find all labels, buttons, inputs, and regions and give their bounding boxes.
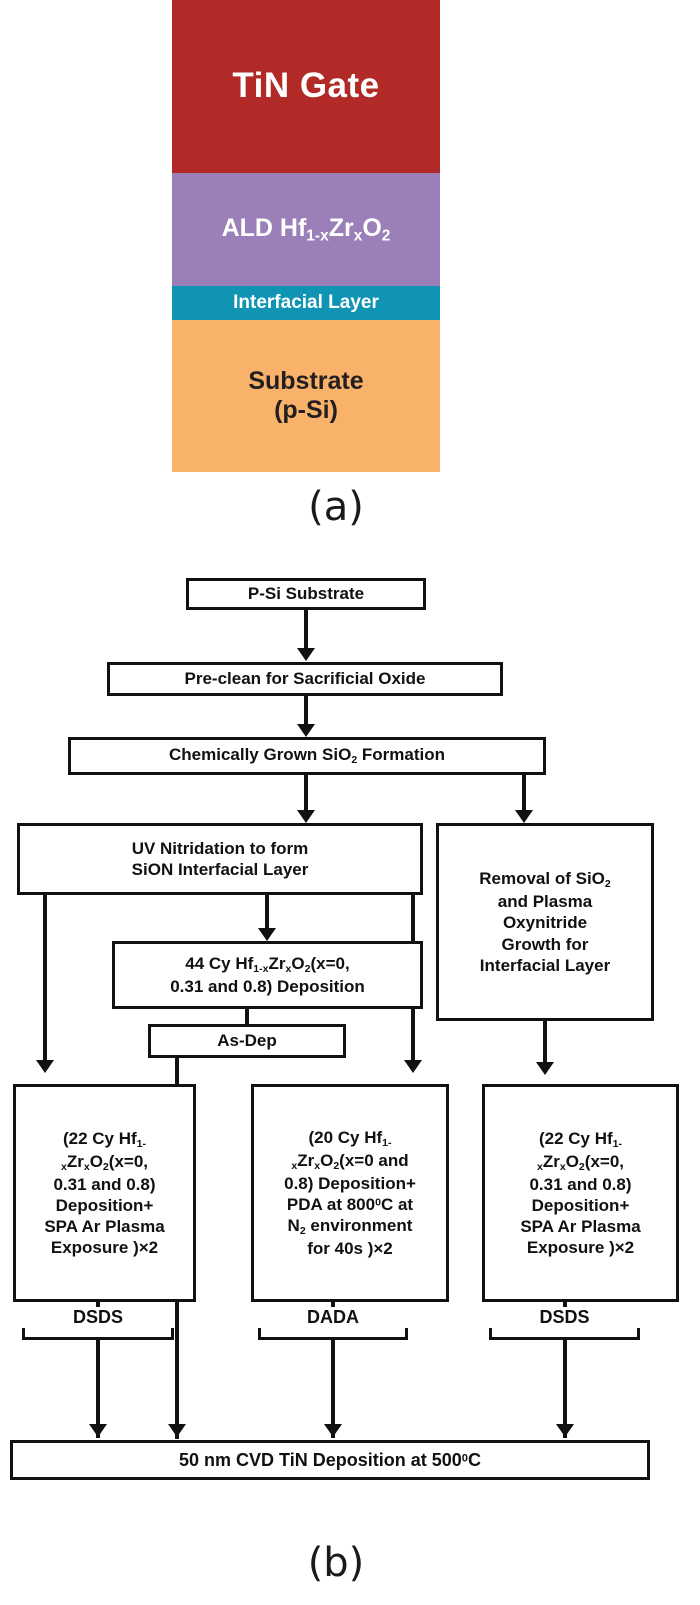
flow-node-44cy-deposition-label: 44 Cy Hf1-xZrxO2(x=0, 0.31 and 0.8) Depo… (170, 953, 365, 996)
arrowhead-as-dep-to-cvd (168, 1424, 186, 1437)
flow-node-20cy-pda-middle: (20 Cy Hf1- xZrxO2(x=0 and 0.8) Depositi… (251, 1084, 449, 1302)
bracket-label-dsds-right: DSDS (489, 1307, 640, 1328)
connector-right-box-to-bracket (563, 1300, 567, 1312)
flow-node-22cy-spa-right: (22 Cy Hf1- xZrxO2(x=0, 0.31 and 0.8) De… (482, 1084, 679, 1302)
layer-interfacial: Interfacial Layer (172, 286, 440, 320)
connector-uv-to-44cy (265, 893, 269, 931)
arrowhead-bracket-right-to-cvd (556, 1424, 574, 1437)
layer-tin-gate-label: TiN Gate (232, 66, 380, 106)
connector-middle-box-to-bracket (331, 1300, 335, 1312)
connector-uv-to-left-branch (43, 893, 47, 1063)
device-cross-section: TiN Gate ALD Hf1-xZrxO2 Interfacial Laye… (172, 0, 440, 472)
layer-interfacial-label: Interfacial Layer (233, 292, 379, 314)
flow-node-uv-nitridation: UV Nitridation to form SiON Interfacial … (17, 823, 423, 895)
panel-a-caption: (a) (308, 484, 364, 530)
flow-node-sio2-formation: Chemically Grown SiO2 Formation (68, 737, 546, 775)
connector-sio2-to-removal (522, 775, 526, 813)
connector-substrate-to-preclean (304, 610, 308, 650)
panel-b-caption: (b) (307, 1540, 365, 1586)
arrowhead-preclean-to-sio2 (297, 724, 315, 737)
flow-node-22cy-spa-left-label: (22 Cy Hf1- xZrxO2(x=0, 0.31 and 0.8) De… (44, 1128, 165, 1258)
flow-node-22cy-spa-left: (22 Cy Hf1- xZrxO2(x=0, 0.31 and 0.8) De… (13, 1084, 196, 1302)
connector-removal-to-right (543, 1021, 547, 1065)
flow-node-as-dep-label: As-Dep (217, 1031, 277, 1051)
flow-node-cvd-tin-deposition-label: 50 nm CVD TiN Deposition at 5000C (179, 1449, 481, 1470)
arrowhead-bracket-middle-to-cvd (324, 1424, 342, 1437)
connector-bracket-left-to-cvd (96, 1338, 100, 1438)
layer-substrate: Substrate (p-Si) (172, 320, 440, 472)
flow-node-p-si-substrate: P-Si Substrate (186, 578, 426, 610)
flow-node-sio2-removal: Removal of SiO2 and Plasma Oxynitride Gr… (436, 823, 654, 1021)
flow-node-22cy-spa-right-label: (22 Cy Hf1- xZrxO2(x=0, 0.31 and 0.8) De… (520, 1128, 641, 1258)
connector-preclean-to-sio2 (304, 696, 308, 727)
flow-node-cvd-tin-deposition: 50 nm CVD TiN Deposition at 5000C (10, 1440, 650, 1480)
flow-node-p-si-substrate-label: P-Si Substrate (247, 584, 365, 604)
flow-node-20cy-pda-middle-label: (20 Cy Hf1- xZrxO2(x=0 and 0.8) Depositi… (284, 1127, 416, 1259)
flow-node-sio2-formation-label: Chemically Grown SiO2 Formation (168, 745, 446, 767)
arrowhead-uv-to-middle-branch (404, 1060, 422, 1073)
layer-substrate-label-line2: (p-Si) (274, 396, 338, 424)
layer-ald-hfzro-label: ALD Hf1-xZrxO2 (221, 213, 391, 245)
arrowhead-substrate-to-preclean (297, 648, 315, 661)
connector-left-box-to-bracket (96, 1300, 100, 1312)
arrowhead-uv-to-left-branch (36, 1060, 54, 1073)
flow-node-pre-clean: Pre-clean for Sacrificial Oxide (107, 662, 503, 696)
flow-node-44cy-deposition: 44 Cy Hf1-xZrxO2(x=0, 0.31 and 0.8) Depo… (112, 941, 423, 1009)
flow-node-sio2-removal-label: Removal of SiO2 and Plasma Oxynitride Gr… (479, 869, 611, 975)
layer-substrate-label-line1: Substrate (248, 367, 364, 396)
arrowhead-removal-to-right (536, 1062, 554, 1075)
bracket-label-dsds-left: DSDS (22, 1307, 174, 1328)
arrowhead-uv-to-44cy (258, 928, 276, 941)
connector-bracket-middle-to-cvd (331, 1338, 335, 1438)
arrowhead-sio2-to-uv (297, 810, 315, 823)
flow-node-pre-clean-label: Pre-clean for Sacrificial Oxide (184, 669, 426, 689)
layer-ald-hfzro: ALD Hf1-xZrxO2 (172, 173, 440, 286)
flow-node-uv-nitridation-label: UV Nitridation to form SiON Interfacial … (131, 838, 309, 879)
bracket-label-dada-middle: DADA (258, 1307, 408, 1328)
connector-44cy-to-as-dep (245, 1007, 249, 1027)
arrowhead-bracket-left-to-cvd (89, 1424, 107, 1437)
connector-bracket-right-to-cvd (563, 1338, 567, 1438)
connector-sio2-to-uv (304, 775, 308, 813)
arrowhead-sio2-to-removal (515, 810, 533, 823)
flow-node-as-dep: As-Dep (148, 1024, 346, 1058)
layer-tin-gate: TiN Gate (172, 0, 440, 173)
